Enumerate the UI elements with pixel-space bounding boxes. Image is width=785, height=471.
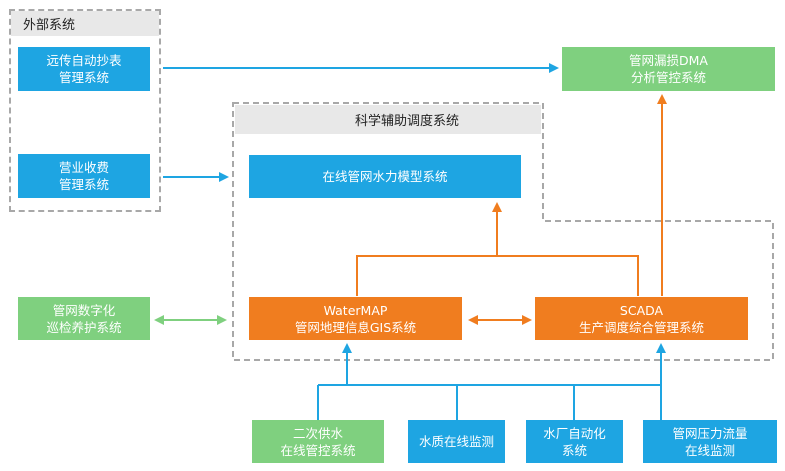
water-quality-box[interactable]: 水质在线监测 xyxy=(408,420,505,463)
dispatch-system-title: 科学辅助调度系统 xyxy=(235,105,541,134)
watermap-gis-box[interactable]: WaterMAP 管网地理信息GIS系统 xyxy=(249,297,462,340)
patrol-system-box[interactable]: 管网数字化 巡检养护系统 xyxy=(18,297,150,340)
external-systems-group xyxy=(9,9,161,212)
hydraulic-model-system-box[interactable]: 在线管网水力模型系统 xyxy=(249,155,521,198)
business-fee-system-box[interactable]: 营业收费 管理系统 xyxy=(18,154,150,198)
remote-meter-system-box[interactable]: 远传自动抄表 管理系统 xyxy=(18,47,150,91)
pressure-flow-box[interactable]: 管网压力流量 在线监测 xyxy=(643,420,777,463)
scada-system-box[interactable]: SCADA 生产调度综合管理系统 xyxy=(535,297,748,340)
plant-automation-box[interactable]: 水厂自动化 系统 xyxy=(526,420,623,463)
external-systems-title: 外部系统 xyxy=(11,11,159,36)
line-scada-to-bracket xyxy=(497,255,639,296)
dma-system-box[interactable]: 管网漏损DMA 分析管控系统 xyxy=(562,47,775,91)
arrow-to-hydraulic-model xyxy=(356,202,502,296)
secondary-supply-box[interactable]: 二次供水 在线管控系统 xyxy=(252,420,384,463)
